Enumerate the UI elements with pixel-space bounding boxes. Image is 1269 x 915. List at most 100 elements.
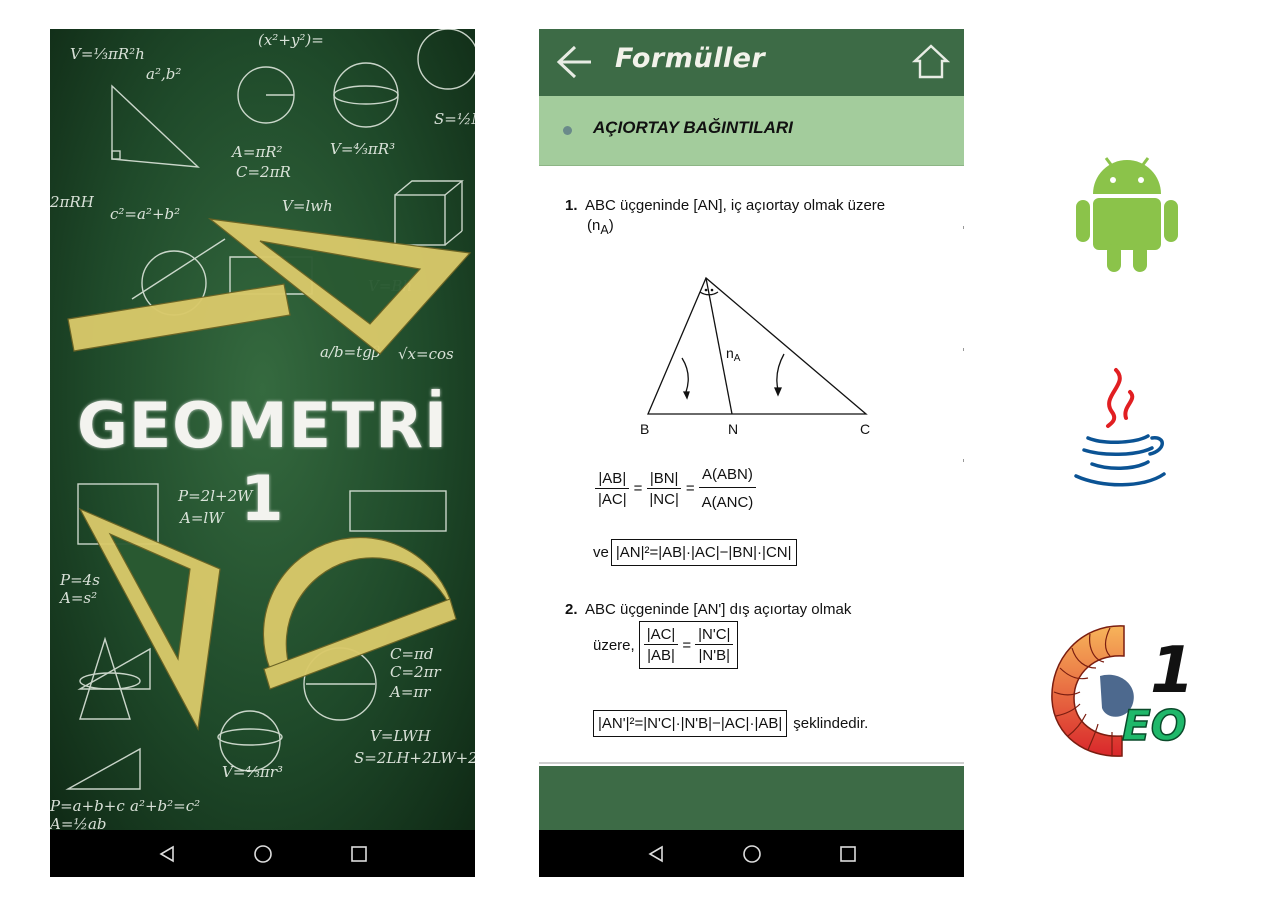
svg-text:V=⁴⁄₃πr³: V=⁴⁄₃πr³ (222, 763, 283, 781)
frac-den: |NC| (649, 490, 679, 508)
external-bisector-formula: |AN'|²=|N'C|·|N'B|−|AC|·|AB| şeklindedir… (593, 710, 868, 737)
fraction: |AB||AC| (595, 470, 630, 508)
svg-text:A=lW: A=lW (178, 509, 225, 527)
scroll-indicator (963, 226, 964, 229)
splash-title: GEOMETRİ 1 (76, 389, 449, 535)
svg-text:P=a+b+c: P=a+b+c (50, 797, 125, 815)
android-icon (1076, 157, 1178, 272)
svg-text:a²,b²: a²,b² (146, 65, 181, 83)
recents-square-icon (350, 845, 367, 862)
svg-text:A=½ab: A=½ab (50, 815, 106, 830)
nav-recents-button[interactable] (346, 841, 372, 867)
svg-text:A=s²: A=s² (58, 589, 97, 607)
paren-open: (n (587, 217, 601, 234)
frac-num: |AC| (643, 626, 679, 645)
nav-back-button[interactable] (643, 841, 669, 867)
system-navbar (50, 830, 475, 877)
svg-text:A=πr: A=πr (388, 683, 431, 701)
eo-number: 1 (1150, 634, 1195, 708)
equals-sign: = (633, 480, 643, 497)
divider (539, 762, 964, 764)
fraction: |BN||NC| (646, 470, 682, 508)
section-bar[interactable]: AÇIORTAY BAĞINTILARI (539, 96, 964, 166)
app-title: Formüller (615, 43, 766, 74)
bullet-dot-icon (563, 126, 572, 135)
fraction: |N'C||N'B| (695, 626, 734, 664)
nav-recents-button[interactable] (835, 841, 861, 867)
vertex-a: A (700, 274, 710, 277)
svg-text:a²+b²=c²: a²+b²=c² (130, 797, 200, 815)
svg-text:P=4s: P=4s (59, 571, 100, 589)
frac-num: A(ABN) (699, 466, 756, 488)
eo-letters: EO (1122, 701, 1186, 750)
nav-home-button[interactable] (739, 841, 765, 867)
suffix-text: şeklindedir. (793, 715, 869, 732)
svg-text:S=2LH+2LW+2W: S=2LH+2LW+2W (354, 749, 475, 767)
svg-text:c²=a²+b²: c²=a²+b² (110, 205, 180, 223)
svg-text:V=⅓πR²h: V=⅓πR²h (70, 45, 145, 63)
frac-den: |AB| (647, 647, 675, 664)
frac-num: |N'C| (695, 626, 734, 645)
frac-num: |BN| (646, 470, 682, 489)
frac-num: |AB| (595, 470, 630, 489)
formula-content[interactable]: 1.ABC üçgeninde [AN], iç açıortay olmak … (539, 166, 964, 766)
svg-text:P=2l+2W: P=2l+2W (177, 487, 254, 505)
svg-text:2πRH: 2πRH (50, 193, 95, 211)
external-bisector-ratio: üzere, |AC| |AB| = |N'C||N'B| (593, 621, 739, 669)
bottom-bar (539, 766, 964, 830)
arrow-left-icon (556, 45, 591, 79)
question-number: 2. (565, 601, 578, 618)
svg-text:V=lwh: V=lwh (282, 197, 333, 215)
equals-sign: = (685, 480, 695, 497)
svg-text:C=πd: C=πd (390, 645, 434, 663)
frac-den: A(ANC) (701, 494, 754, 511)
uzere-label: üzere, (593, 636, 635, 654)
ve-label: ve (593, 544, 609, 561)
java-icon (1074, 368, 1166, 487)
boxed-formula: |AN'|²=|N'C|·|N'B|−|AC|·|AB| (593, 710, 788, 737)
eo-logo-icon: 1 EO (1051, 625, 1195, 757)
recents-square-icon (839, 845, 856, 862)
header-home-button[interactable] (911, 43, 951, 81)
ve-formula-line: ve |AN|²=|AB|·|AC|−|BN|·|CN| (593, 539, 797, 566)
vertex-c: C (860, 421, 870, 437)
vertex-b: B (640, 421, 649, 437)
question-1: 1.ABC üçgeninde [AN], iç açıortay olmak … (565, 196, 935, 240)
splash-phone: V=⅓πR²h a²,b² (x²+y²)= A=πR² C=2πR V=⁴⁄₃… (50, 29, 475, 877)
chalkboard-drawings: V=⅓πR²h a²,b² (x²+y²)= A=πR² C=2πR V=⁴⁄₃… (50, 29, 475, 830)
app-header: Formüller (539, 29, 964, 96)
nav-back-button[interactable] (154, 841, 180, 867)
svg-text:√x=cos: √x=cos (398, 345, 454, 363)
frac-den: |AC| (598, 490, 627, 508)
triangle-diagram: A B N C nA (640, 274, 870, 437)
scroll-indicator (963, 459, 964, 462)
home-icon (911, 44, 951, 79)
svg-text:a/b=tgβ: a/b=tgβ (320, 343, 381, 361)
system-navbar (539, 830, 964, 877)
fraction: |AC| |AB| (643, 626, 679, 664)
svg-text:S=½M: S=½M (434, 110, 475, 128)
svg-text:C=2πR: C=2πR (236, 163, 291, 181)
home-circle-icon (742, 844, 761, 863)
question-number: 1. (565, 197, 578, 214)
formula-phone: Formüller AÇIORTAY BAĞINTILARI 1.ABC üçg… (539, 29, 964, 877)
svg-text:V=⁴⁄₃πR³: V=⁴⁄₃πR³ (330, 140, 395, 158)
fraction: A(ABN) A(ANC) (699, 466, 757, 511)
svg-text:(x²+y²)=: (x²+y²)= (258, 31, 324, 49)
paren-close: ) (608, 217, 614, 234)
equals-sign: = (682, 636, 692, 654)
vertex-n: N (728, 421, 738, 437)
question-2: 2.ABC üçgeninde [AN'] dış açıortay olmak (565, 601, 935, 618)
splash-screen: V=⅓πR²h a²,b² (x²+y²)= A=πR² C=2πR V=⁴⁄₃… (50, 29, 475, 830)
header-back-button[interactable] (555, 43, 593, 81)
svg-text:V=LWH: V=LWH (370, 727, 431, 745)
section-title: AÇIORTAY BAĞINTILARI (593, 118, 793, 137)
svg-text:C=2πr: C=2πr (390, 663, 441, 681)
back-triangle-icon (647, 845, 663, 862)
bisector-label: nA (726, 345, 741, 364)
boxed-formula: |AN|²=|AB|·|AC|−|BN|·|CN| (610, 539, 797, 566)
home-circle-icon (253, 844, 272, 863)
back-triangle-icon (158, 845, 174, 862)
nav-home-button[interactable] (250, 841, 276, 867)
scroll-indicator (963, 348, 964, 351)
